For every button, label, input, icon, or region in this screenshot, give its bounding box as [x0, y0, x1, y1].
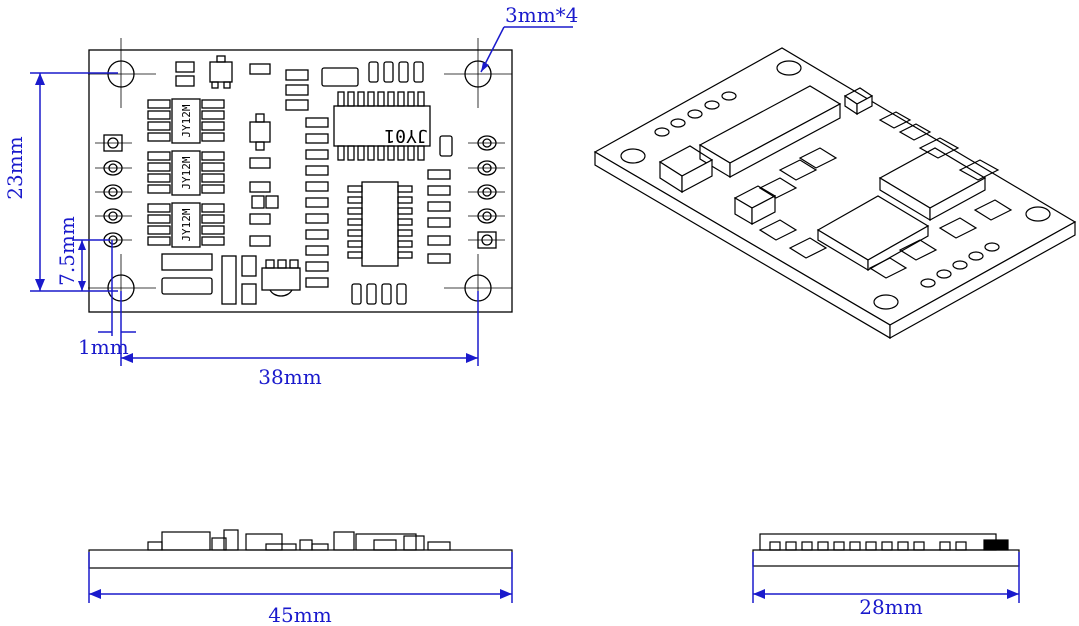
regulator-label-3: JY12M: [180, 208, 193, 241]
label-height: 23mm: [3, 136, 27, 199]
pcb-outline-top: [88, 49, 513, 313]
left-pin-header: [95, 134, 132, 248]
regulator-chip-3: [171, 202, 201, 248]
side-view-front: [88, 529, 513, 569]
side-view-right: [752, 533, 1020, 567]
regulator-chip-1: [171, 98, 201, 144]
right-pin-header: [468, 135, 505, 249]
label-length: 45mm: [268, 603, 331, 626]
dimension-lines: [30, 26, 1020, 603]
ic-jy01: [333, 91, 431, 161]
label-width: 28mm: [859, 595, 922, 619]
label-holes: 3mm*4: [505, 3, 578, 27]
label-pin-offset: 7.5mm: [55, 216, 79, 286]
iso-view: [593, 47, 1077, 340]
regulator-label-2: JY12M: [180, 156, 193, 189]
ic-label: JY01: [384, 125, 427, 146]
resistor-column: [305, 117, 329, 288]
label-hole-spacing: 38mm: [258, 365, 321, 389]
pcb-iso-top: [593, 47, 1077, 326]
regulator-stacks: [147, 98, 225, 248]
regulator-label-1: JY12M: [180, 104, 193, 137]
top-view: [88, 38, 513, 322]
ic-soic: [347, 181, 413, 267]
regulator-chip-2: [171, 150, 201, 196]
label-edge-offset: 1mm: [78, 335, 129, 359]
